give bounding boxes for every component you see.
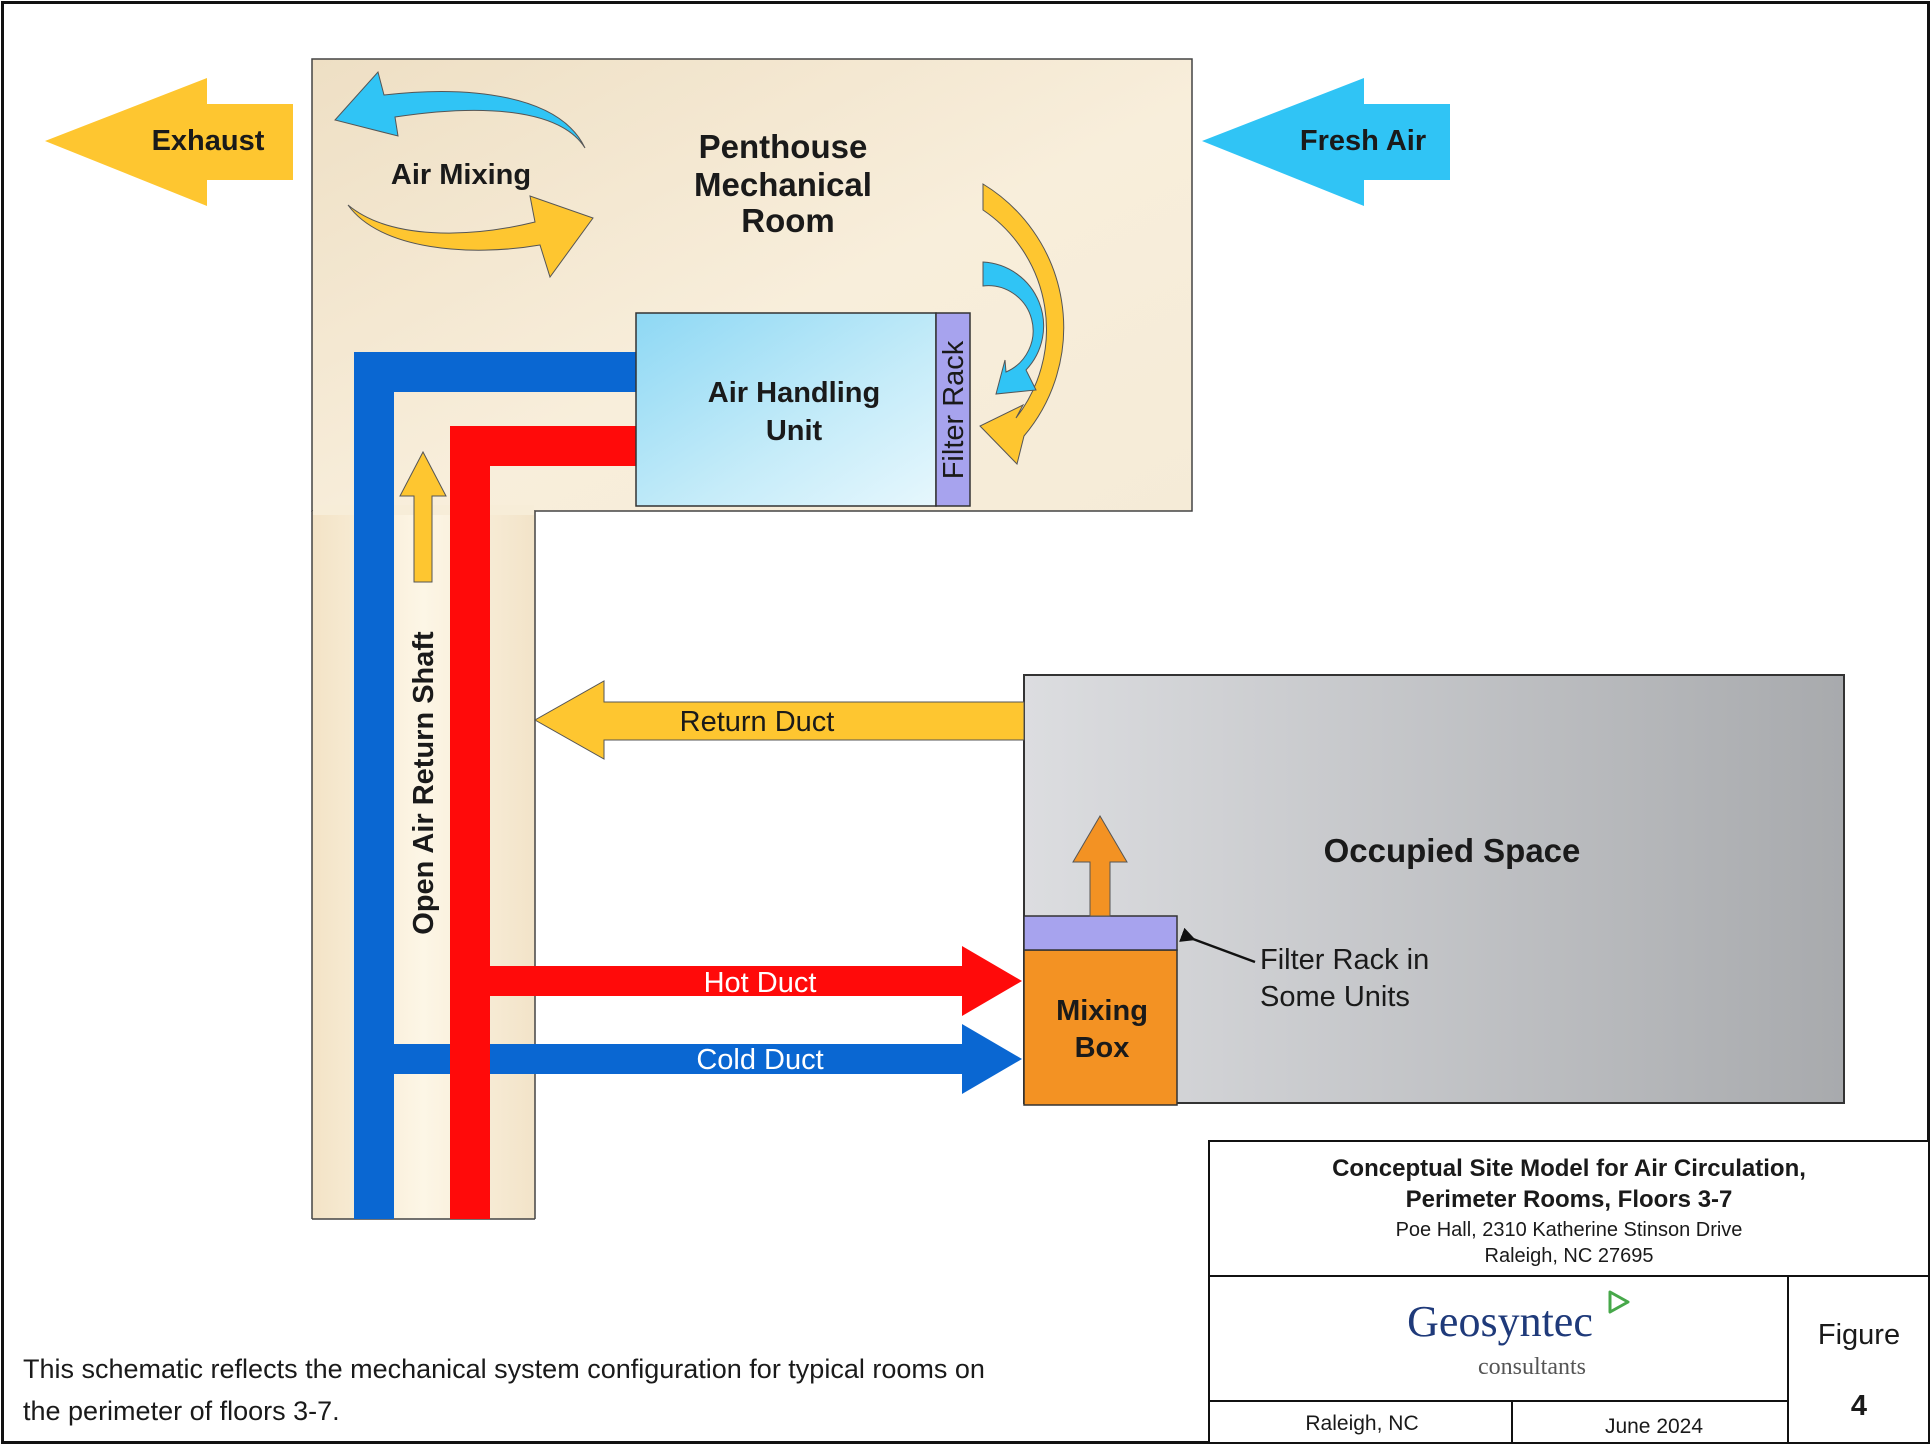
return-duct-label: Return Duct: [680, 706, 835, 738]
location-text: Raleigh, NC: [1305, 1412, 1418, 1435]
air-handling-unit[interactable]: [635, 312, 937, 507]
return-shaft-label: Open Air Return Shaft: [408, 631, 440, 935]
exhaust-label: Exhaust: [152, 125, 265, 157]
mixing-box-label-line1: Mixing: [1056, 995, 1148, 1027]
ahu-filter-rack: [935, 312, 971, 507]
mixing-box-filter: [1023, 915, 1178, 951]
penthouse-label-line2: Mechanical: [694, 166, 872, 203]
figure-number: 4: [1851, 1390, 1867, 1422]
air-mixing-blue-arrow: [334, 70, 586, 149]
penthouse-label-line3: Room: [741, 202, 835, 239]
company-logo-subtext: consultants: [1478, 1354, 1586, 1380]
ahu-return-blue-arrow: [982, 261, 1045, 395]
ahu-label-line1: Air Handling: [708, 377, 880, 409]
ahu-return-yellow-arrow: [979, 183, 1065, 465]
title-line1: Conceptual Site Model for Air Circulatio…: [1332, 1155, 1806, 1182]
mixing-box[interactable]: [1023, 949, 1178, 1106]
fresh-air-arrow: [1202, 78, 1450, 206]
supply-up-arrow: [1072, 815, 1128, 917]
exhaust-arrow: [45, 78, 293, 206]
figure-label: Figure: [1818, 1319, 1900, 1351]
filter-note-pointer: [1179, 927, 1256, 964]
shaft-up-arrow: [399, 450, 447, 583]
note-line1: This schematic reflects the mechanical s…: [23, 1354, 985, 1384]
air-mixing-yellow-arrow: [347, 195, 594, 279]
filter-note-line2: Some Units: [1260, 981, 1410, 1013]
occupied-space-label: Occupied Space: [1324, 832, 1581, 869]
hot-duct-label: Hot Duct: [704, 967, 817, 999]
filter-note-line1: Filter Rack in: [1260, 944, 1429, 976]
note-line2: the perimeter of floors 3-7.: [23, 1396, 340, 1426]
air-mixing-label: Air Mixing: [391, 159, 531, 191]
penthouse-label-line1: Penthouse: [699, 128, 868, 165]
company-logo-mark: [1608, 1290, 1630, 1314]
return-duct-arrow: [533, 680, 1025, 760]
company-logo-text: Geosyntec: [1407, 1297, 1593, 1346]
title-block: Conceptual Site Model for Air Circulatio…: [1208, 1140, 1930, 1444]
ahu-label-line2: Unit: [766, 415, 823, 447]
address-line2: Raleigh, NC 27695: [1485, 1245, 1654, 1267]
date-text: June 2024: [1605, 1415, 1703, 1438]
cold-duct-riser: [354, 352, 1022, 1219]
return-shaft-area: [312, 511, 535, 1219]
title-line2: Perimeter Rooms, Floors 3-7: [1406, 1186, 1733, 1213]
filter-rack-label: Filter Rack: [938, 340, 970, 479]
cold-duct-label: Cold Duct: [696, 1044, 823, 1076]
address-line1: Poe Hall, 2310 Katherine Stinson Drive: [1396, 1219, 1743, 1241]
mixing-box-label-line2: Box: [1075, 1032, 1130, 1064]
fresh-air-label: Fresh Air: [1300, 125, 1426, 157]
title-block-frame: [1208, 1140, 1930, 1444]
